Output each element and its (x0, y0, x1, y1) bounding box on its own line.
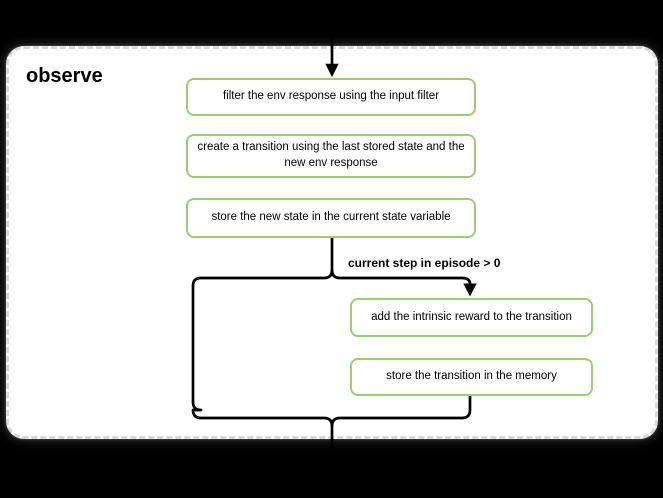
step-label: store the transition in the memory (386, 370, 557, 383)
step-label: filter the env response using the input … (222, 90, 440, 103)
step-node-add-intrinsic-reward: add the intrinsic reward to the transiti… (350, 298, 593, 337)
step-label: add the intrinsic reward to the transiti… (371, 310, 572, 323)
step-label: create a transition using the last store… (197, 141, 465, 169)
step-node-store-transition: store the transition in the memory (350, 358, 593, 396)
branch-condition-label: current step in episode > 0 (348, 256, 501, 270)
group-title: observe (26, 65, 103, 87)
step-node-filter-response: filter the env response using the input … (186, 78, 476, 116)
step-label: store the new state in the current state… (211, 211, 451, 224)
step-node-store-state: store the new state in the current state… (186, 198, 476, 238)
step-node-create-transition: create a transition using the last store… (186, 134, 476, 178)
